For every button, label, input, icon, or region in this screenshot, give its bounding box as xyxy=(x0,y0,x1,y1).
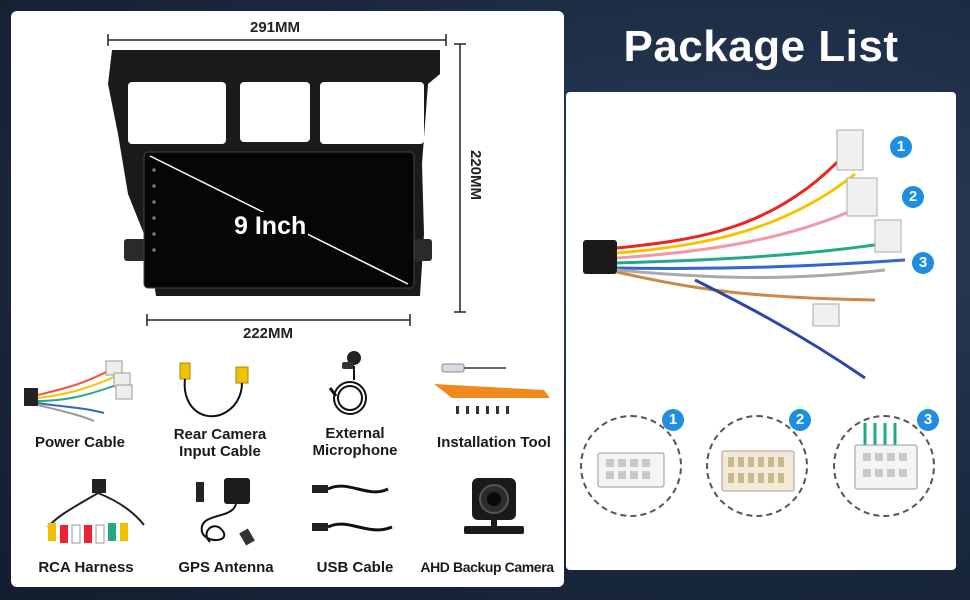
height-label: 220MM xyxy=(467,150,484,201)
connector-closeup-2 xyxy=(706,415,808,517)
connector-1-icon xyxy=(597,452,665,488)
microphone-label: External Microphone xyxy=(312,425,398,459)
screen-size-label: 9 Inch xyxy=(232,212,309,241)
gps-antenna-label: GPS Antenna xyxy=(178,559,274,576)
usb-cable-icon xyxy=(312,484,393,532)
closeup-badge-3: 3 xyxy=(917,409,939,431)
connector-badge-2: 2 xyxy=(902,186,924,208)
closeup-badge-2: 2 xyxy=(789,409,811,431)
backup-camera-icon xyxy=(464,478,524,534)
usb-cable-label: USB Cable xyxy=(316,559,394,576)
width-top-label: 291MM xyxy=(250,19,301,36)
rear-camera-cable-label: Rear Camera Input Cable xyxy=(173,426,267,460)
page-title: Package List xyxy=(623,22,899,71)
closeup-badge-1: 1 xyxy=(662,409,684,431)
connector-closeup-3 xyxy=(833,415,935,517)
gps-antenna-icon xyxy=(196,478,255,546)
head-unit-frame-icon xyxy=(108,50,440,296)
power-cable-label: Power Cable xyxy=(34,434,126,451)
rca-harness-label: RCA Harness xyxy=(38,559,134,576)
wiring-harness-icon xyxy=(583,129,906,380)
rear-camera-cable-icon xyxy=(179,362,249,418)
connector-badge-1: 1 xyxy=(890,136,912,158)
microphone-icon xyxy=(328,351,367,415)
connector-closeup-1 xyxy=(580,415,682,517)
backup-camera-label: AHD Backup Camera xyxy=(420,559,554,575)
power-cable-icon xyxy=(24,360,133,422)
rca-harness-icon xyxy=(47,479,145,544)
connector-2-icon xyxy=(721,450,795,492)
connector-badge-3: 3 xyxy=(912,252,934,274)
installation-tool-icon xyxy=(434,363,550,414)
width-bottom-label: 222MM xyxy=(243,325,294,342)
connector-3-icon xyxy=(854,423,918,490)
installation-tool-label: Installation Tool xyxy=(437,434,551,451)
